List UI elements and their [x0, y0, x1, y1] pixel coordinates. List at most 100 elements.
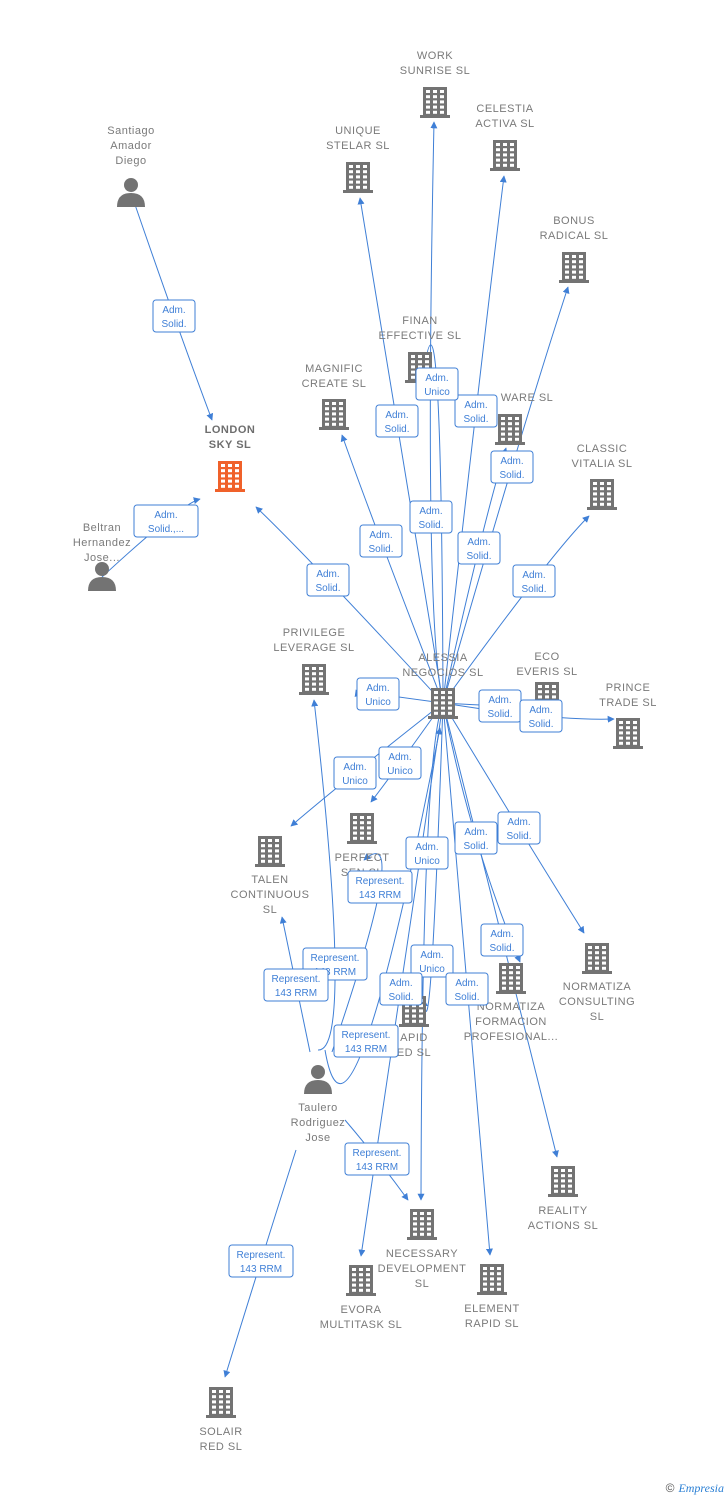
- building-icon: [613, 718, 643, 749]
- node-beltran[interactable]: BeltranHernandezJose...: [73, 522, 131, 591]
- edge-badge-alessia-to-celestia[interactable]: Adm.Solid.: [454, 394, 498, 428]
- edge-badge-taulero-to-talent[interactable]: Represent.143 RRM: [263, 968, 329, 1002]
- building-window: [588, 951, 592, 955]
- node-ware[interactable]: WARE SL: [495, 392, 553, 445]
- edge-badge-alessia-to-finan[interactable]: Adm.Unico: [415, 367, 459, 401]
- edge-badge-text: 143 RRM: [359, 890, 401, 901]
- building-window: [427, 1217, 431, 1221]
- building-window: [602, 951, 606, 955]
- edge-badge-text: Adm.: [316, 569, 339, 580]
- edge-badge-alessia-to-necessary[interactable]: Adm.Unico: [405, 836, 449, 870]
- edge-badge-text: Adm.: [369, 530, 392, 541]
- edge-badge-alessia-to-normatiza_formacion[interactable]: Adm.Solid.: [454, 821, 498, 855]
- building-window: [554, 1189, 558, 1193]
- person-icon: [88, 562, 116, 591]
- building-window: [349, 175, 353, 179]
- edge-badge-text: Adm.: [488, 695, 511, 706]
- building-window: [305, 672, 309, 676]
- edge-badge-alessia-to-element[interactable]: Adm.Solid.: [445, 972, 489, 1006]
- building-window: [332, 417, 336, 421]
- building-window: [359, 1288, 363, 1292]
- building-window: [619, 731, 623, 735]
- edge-badge-alessia-to-privilege[interactable]: Adm.Unico: [356, 677, 400, 711]
- building-window: [490, 1277, 494, 1281]
- edge-badge-alessia-to-london[interactable]: Adm.Solid.: [306, 563, 350, 597]
- edge-badge-santiago-to-london[interactable]: Adm.Solid.: [152, 299, 196, 333]
- edge-badge-alessia-to-rapid_ed[interactable]: Adm.Unico: [410, 944, 454, 978]
- edge-badge-alessia-to-unique[interactable]: Adm.Solid.: [375, 404, 419, 438]
- building-window: [502, 986, 506, 990]
- building-window: [268, 839, 272, 842]
- building-window: [600, 497, 604, 501]
- edge-badge-alessia-to-eco[interactable]: Adm.Solid.: [478, 689, 522, 723]
- building-window: [448, 711, 452, 715]
- edge-badge-text: Adm.: [389, 978, 412, 989]
- building-window: [501, 432, 505, 436]
- building-window: [366, 1278, 370, 1282]
- edge-badge-alessia-to-normatiza_consulting[interactable]: Adm.Solid.: [497, 811, 541, 845]
- building-window: [538, 695, 542, 699]
- edge-badge-alessia-to-work[interactable]: Adm.Solid.: [409, 500, 453, 534]
- edge-badge-alessia-to-reality[interactable]: Adm.Solid.: [480, 923, 524, 957]
- building-window: [588, 961, 592, 965]
- edge-badge-alessia-to-ware[interactable]: Adm.Solid.: [457, 531, 501, 565]
- edge-badge-alessia-to-perfect[interactable]: Adm.Unico: [378, 746, 422, 780]
- building-window: [312, 667, 316, 670]
- edge-badge-alessia-to-magnific[interactable]: Adm.Solid.: [359, 524, 403, 558]
- building-window: [508, 427, 512, 431]
- edge-badge-alessia-to-talent[interactable]: Adm.Unico: [333, 756, 377, 790]
- node-normatiza_formacion[interactable]: NORMATIZAFORMACIONPROFESIONAL...: [464, 963, 558, 1043]
- edge-badge-taulero-to-solair[interactable]: Represent.143 RRM: [228, 1244, 294, 1278]
- empresia-credit[interactable]: ©Empresia: [666, 1481, 724, 1496]
- node-perfect[interactable]: PERFECTSEN SL: [335, 813, 390, 879]
- node-label: Amador: [110, 140, 152, 152]
- building-window: [497, 1287, 501, 1291]
- building-icon-base: [407, 1237, 437, 1240]
- edge-badge-taulero-to-alessia[interactable]: Represent.143 RRM: [333, 1024, 399, 1058]
- building-window: [490, 1287, 494, 1291]
- edge-badge-alessia-to-evora[interactable]: Adm.Solid.: [379, 972, 423, 1006]
- building-window: [360, 831, 364, 835]
- edge-badge-text: Adm.: [425, 373, 448, 384]
- edge-badge-alessia-to-classic[interactable]: Adm.Solid.: [512, 564, 556, 598]
- building-window: [515, 432, 519, 436]
- building-window: [221, 474, 225, 478]
- building-window: [619, 736, 623, 740]
- edge-badge-taulero-to-necessary[interactable]: Represent.143 RRM: [344, 1142, 410, 1176]
- building-window: [268, 859, 272, 863]
- edge-alessia-to-bonus: [442, 286, 570, 704]
- building-window: [516, 971, 520, 975]
- building-window: [448, 696, 452, 700]
- building-window: [339, 417, 343, 421]
- building-window: [228, 474, 232, 478]
- building-window: [619, 741, 623, 745]
- building-window: [413, 1232, 417, 1236]
- edge-badge-taulero-to-perfect[interactable]: Represent.143 RRM: [347, 870, 413, 904]
- building-window: [275, 849, 279, 853]
- building-icon: [420, 87, 450, 118]
- edge-badge-beltran-to-london[interactable]: Adm.Solid.,...: [133, 504, 199, 538]
- edge-badge-alessia-to-prince[interactable]: Adm.Solid.: [519, 699, 563, 733]
- building-window: [440, 105, 444, 109]
- building-window: [221, 479, 225, 483]
- edge-badge-alessia-to-bonus[interactable]: Adm.Solid.: [490, 450, 534, 484]
